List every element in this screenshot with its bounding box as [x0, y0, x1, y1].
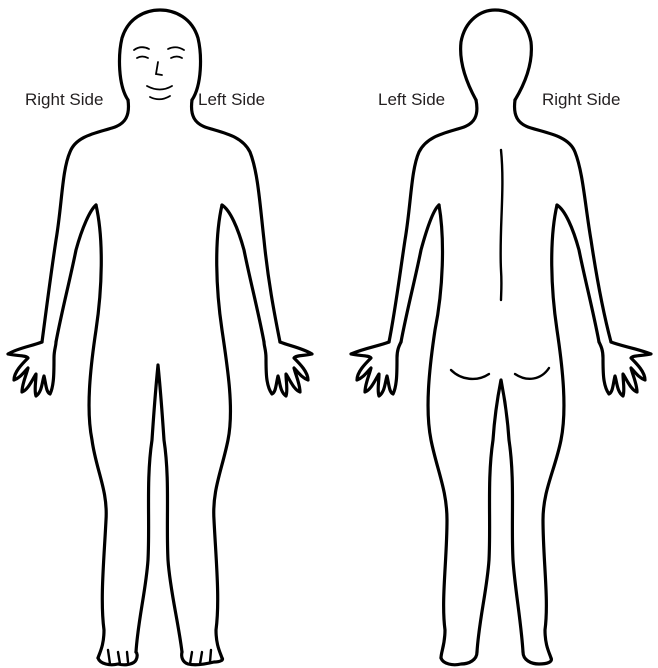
back-inner-legs [477, 380, 523, 652]
front-right-side-label: Right Side [25, 90, 103, 110]
front-right-inner-arm [56, 205, 96, 342]
back-left-torso-leg [428, 205, 447, 658]
back-right-torso-leg [543, 205, 564, 658]
front-left-torso-leg [214, 205, 231, 658]
front-left-inner-arm [222, 205, 264, 342]
back-head [461, 10, 532, 100]
front-chin [150, 96, 170, 99]
front-left-hand [264, 342, 312, 396]
front-nose [156, 62, 162, 75]
back-spine [501, 150, 503, 300]
back-right-hand [599, 342, 651, 396]
front-right-toes [108, 650, 128, 664]
back-left-side-label: Left Side [378, 90, 445, 110]
front-left-eyebrow [134, 47, 149, 50]
front-body-figure: Right Side Left Side [0, 0, 329, 668]
front-left-side-label: Left Side [198, 90, 265, 110]
back-left-hand [351, 342, 401, 396]
back-left-foot [441, 652, 477, 665]
front-left-eye [137, 57, 148, 59]
back-right-neck-shoulder [515, 100, 611, 342]
back-right-side-label: Right Side [542, 90, 620, 110]
back-left-buttock-crease [451, 370, 489, 379]
back-body-figure: Left Side Right Side [329, 0, 658, 668]
front-crotch-inner-legs [136, 365, 182, 652]
back-right-buttock-crease [515, 368, 549, 379]
back-right-inner-arm [557, 205, 599, 342]
front-mouth [147, 86, 172, 90]
back-right-foot [523, 652, 551, 664]
front-head [120, 10, 201, 100]
front-right-eye [171, 57, 182, 59]
front-left-neck-shoulder [192, 100, 280, 342]
front-right-torso-leg [89, 205, 106, 658]
front-right-eyebrow [168, 47, 184, 50]
front-right-hand [8, 342, 56, 396]
back-left-neck-shoulder [389, 100, 477, 342]
